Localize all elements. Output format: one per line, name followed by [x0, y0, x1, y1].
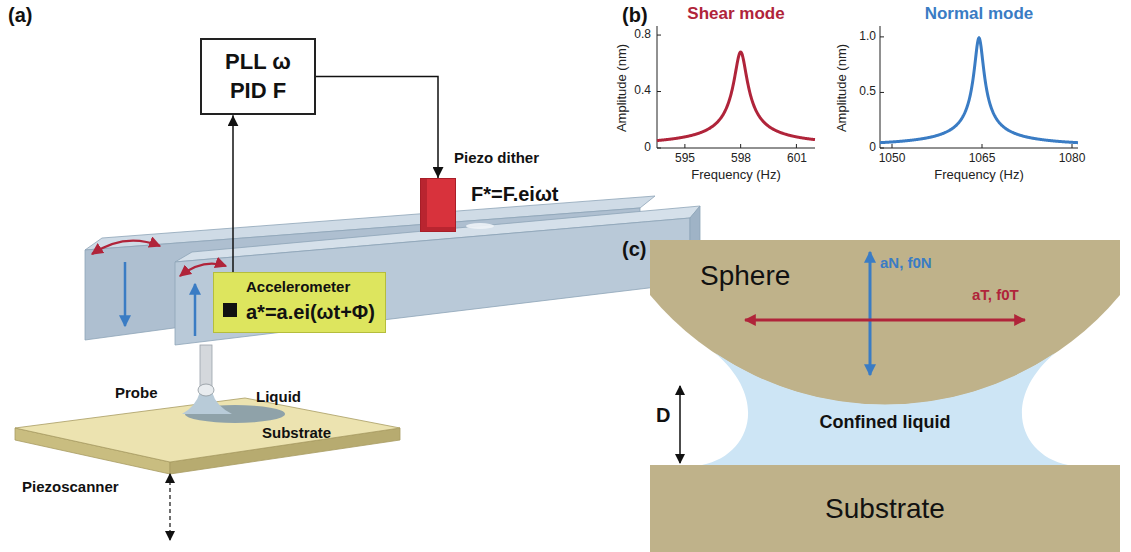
gap-dimension-arrow [679, 386, 681, 463]
substrate-block-text: Substrate [825, 493, 945, 525]
piezo-dither: Piezo ditherF*=F.eiωt [420, 178, 456, 232]
axis-title: Amplitude (nm) [615, 44, 630, 132]
axis-tick [657, 35, 661, 36]
label: (b) [622, 4, 648, 27]
probe-stem [200, 345, 212, 387]
shear-rotation-arrow [92, 241, 160, 254]
label: 0.4 [634, 84, 651, 98]
piezo-dither-text: F*=F.eiωt [471, 183, 558, 206]
sphere-text: Sphere [700, 260, 790, 292]
axis-tick [982, 144, 983, 148]
mode-label: aT, f0T [972, 286, 1019, 303]
axis-tick [657, 91, 661, 92]
axis-tick [880, 92, 884, 93]
label: 1.0 [859, 30, 876, 44]
piezo-dither-text: Piezo dither [454, 149, 539, 166]
label: 0 [644, 141, 651, 155]
accelerometer-text: a*=a.ei(ωt+Φ) [246, 301, 375, 324]
label: 601 [787, 152, 807, 166]
label: Liquid [256, 388, 301, 405]
label: Piezoscanner [22, 478, 119, 495]
axis-tick [880, 36, 884, 37]
control-box: PLL ω PID F [200, 38, 316, 115]
axis-tick [1072, 144, 1073, 148]
plot-axes [880, 26, 1078, 148]
substrate-block: Substrate [650, 465, 1120, 552]
signal-arrow [316, 77, 438, 178]
confined-liquid: Confined liquid [700, 340, 1070, 465]
label: (a) [8, 4, 32, 27]
axis-tick [740, 144, 741, 148]
axis-tick [892, 144, 893, 148]
mode-label: aN, f0N [880, 254, 932, 271]
label: 0.8 [634, 28, 651, 42]
accelerometer: Accelerometer a*=a.ei(ωt+Φ) [213, 272, 386, 333]
label: Substrate [262, 424, 331, 441]
label: 0.5 [859, 85, 876, 99]
sensor-chip [223, 303, 237, 317]
label: 1080 [1059, 152, 1086, 166]
motion-arrow [745, 319, 1025, 322]
label: 595 [675, 152, 695, 166]
resonance-curve [657, 52, 815, 141]
label: 0 [869, 141, 876, 155]
mode-label: Shear mode [687, 4, 784, 24]
axis-tick [796, 144, 797, 148]
axis-tick [880, 148, 884, 149]
label: 598 [731, 152, 751, 166]
axis-tick [684, 144, 685, 148]
mode-label: Normal mode [925, 4, 1034, 24]
normal-motion-arrow [124, 262, 127, 326]
confined-liquid-text: Confined liquid [700, 412, 1070, 433]
normal-motion-arrow [194, 284, 197, 336]
plot-axes [657, 26, 815, 148]
label: D [656, 404, 670, 427]
scanner-arrow [169, 474, 170, 540]
label: Probe [115, 384, 158, 401]
label: Frequency (Hz) [934, 168, 1024, 183]
probe-bead [198, 384, 214, 396]
resonance-curve [880, 38, 1078, 143]
label: Frequency (Hz) [691, 168, 781, 183]
resonance-plots [657, 26, 1078, 148]
confined-liquid-outline [700, 340, 1070, 465]
motion-arrow [869, 252, 872, 375]
axis-tick [657, 148, 661, 149]
axis-title: Amplitude (nm) [835, 44, 850, 132]
label: 1050 [879, 152, 906, 166]
sphere-fill [650, 240, 1120, 405]
control-box-text: PLL ω PID F [218, 48, 298, 105]
accelerometer-text: Accelerometer [246, 278, 375, 295]
signal-arrow [232, 115, 234, 272]
confined-liquid-fill [702, 353, 1068, 465]
label: 1065 [969, 152, 996, 166]
label: (c) [622, 238, 646, 261]
